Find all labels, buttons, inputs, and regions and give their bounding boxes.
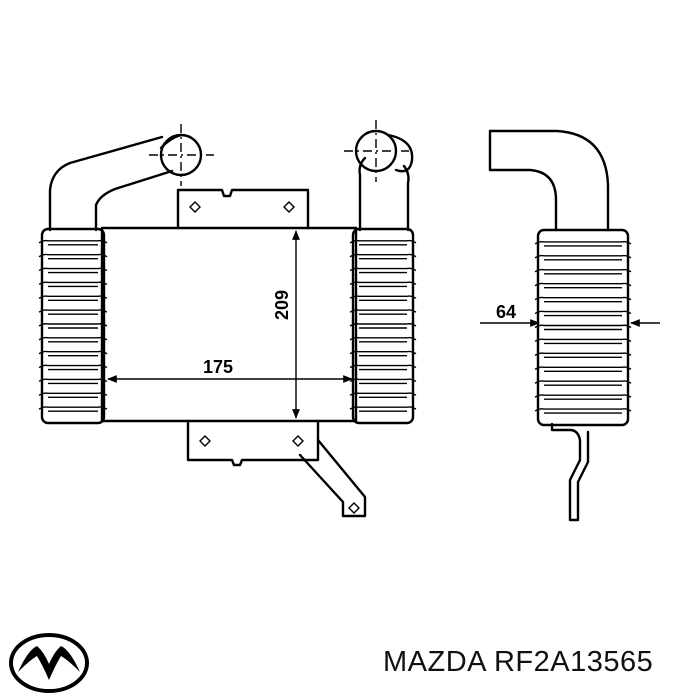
tank-fin — [349, 336, 417, 341]
tank-fin — [534, 324, 632, 329]
part-caption: MAZDA RF2A13565 — [383, 646, 653, 679]
tank-fin — [534, 338, 632, 343]
tank-fin — [534, 296, 632, 301]
tank-fin — [534, 282, 632, 287]
tank-fin — [349, 350, 417, 355]
tank-fin — [349, 253, 417, 258]
width-label: 175 — [203, 357, 233, 377]
tank-fin — [349, 323, 417, 327]
height-dimension: 209 — [272, 230, 300, 419]
tank-fin — [38, 267, 108, 272]
side-view: 64 — [480, 129, 660, 522]
tank-fin — [349, 378, 417, 383]
left-pipe — [48, 124, 214, 232]
mazda-logo-icon — [9, 633, 89, 693]
tank-fin — [38, 350, 108, 355]
tank-fin — [38, 253, 108, 258]
tank-fin — [534, 352, 632, 356]
left-end-tank — [38, 227, 108, 425]
tank-outline — [536, 228, 630, 427]
tank-outline — [40, 227, 106, 425]
tank-fin — [534, 408, 632, 412]
brand-name: MAZDA — [383, 646, 486, 678]
tank-fin — [38, 378, 108, 383]
top-bracket — [176, 188, 310, 230]
front-view: 175 209 — [38, 120, 417, 518]
tank-fin — [38, 309, 108, 313]
height-label: 209 — [272, 290, 292, 320]
right-pipe — [344, 120, 414, 232]
tank-fin — [38, 239, 108, 244]
bottom-bracket — [186, 419, 367, 518]
tank-fin — [349, 309, 417, 313]
side-end-tank — [534, 228, 632, 427]
tank-fin — [38, 364, 108, 369]
tank-fin — [349, 281, 417, 286]
tank-fin — [38, 323, 108, 327]
right-end-tank — [349, 227, 417, 425]
tank-fin — [534, 394, 632, 398]
tank-fin — [534, 254, 632, 259]
depth-dimension: 64 — [480, 302, 660, 327]
tank-fin — [534, 310, 632, 315]
tank-fin — [534, 366, 632, 370]
tank-fin — [349, 406, 417, 410]
width-dimension: 175 — [107, 357, 353, 383]
tank-fin — [349, 295, 417, 299]
tank-fin — [38, 392, 108, 396]
tank-outline — [351, 227, 415, 425]
tank-fin — [38, 336, 108, 341]
tank-fin — [38, 281, 108, 286]
tank-fin — [534, 380, 632, 384]
tank-fin — [349, 239, 417, 244]
tank-fin — [38, 295, 108, 299]
tank-fin — [38, 406, 108, 410]
tank-fin — [349, 364, 417, 369]
tank-fin — [534, 240, 632, 245]
depth-label: 64 — [496, 302, 516, 322]
part-number: RF2A13565 — [493, 646, 654, 678]
tank-fin — [349, 392, 417, 396]
tank-fin — [534, 268, 632, 273]
tank-fin — [349, 267, 417, 272]
core — [100, 226, 358, 423]
